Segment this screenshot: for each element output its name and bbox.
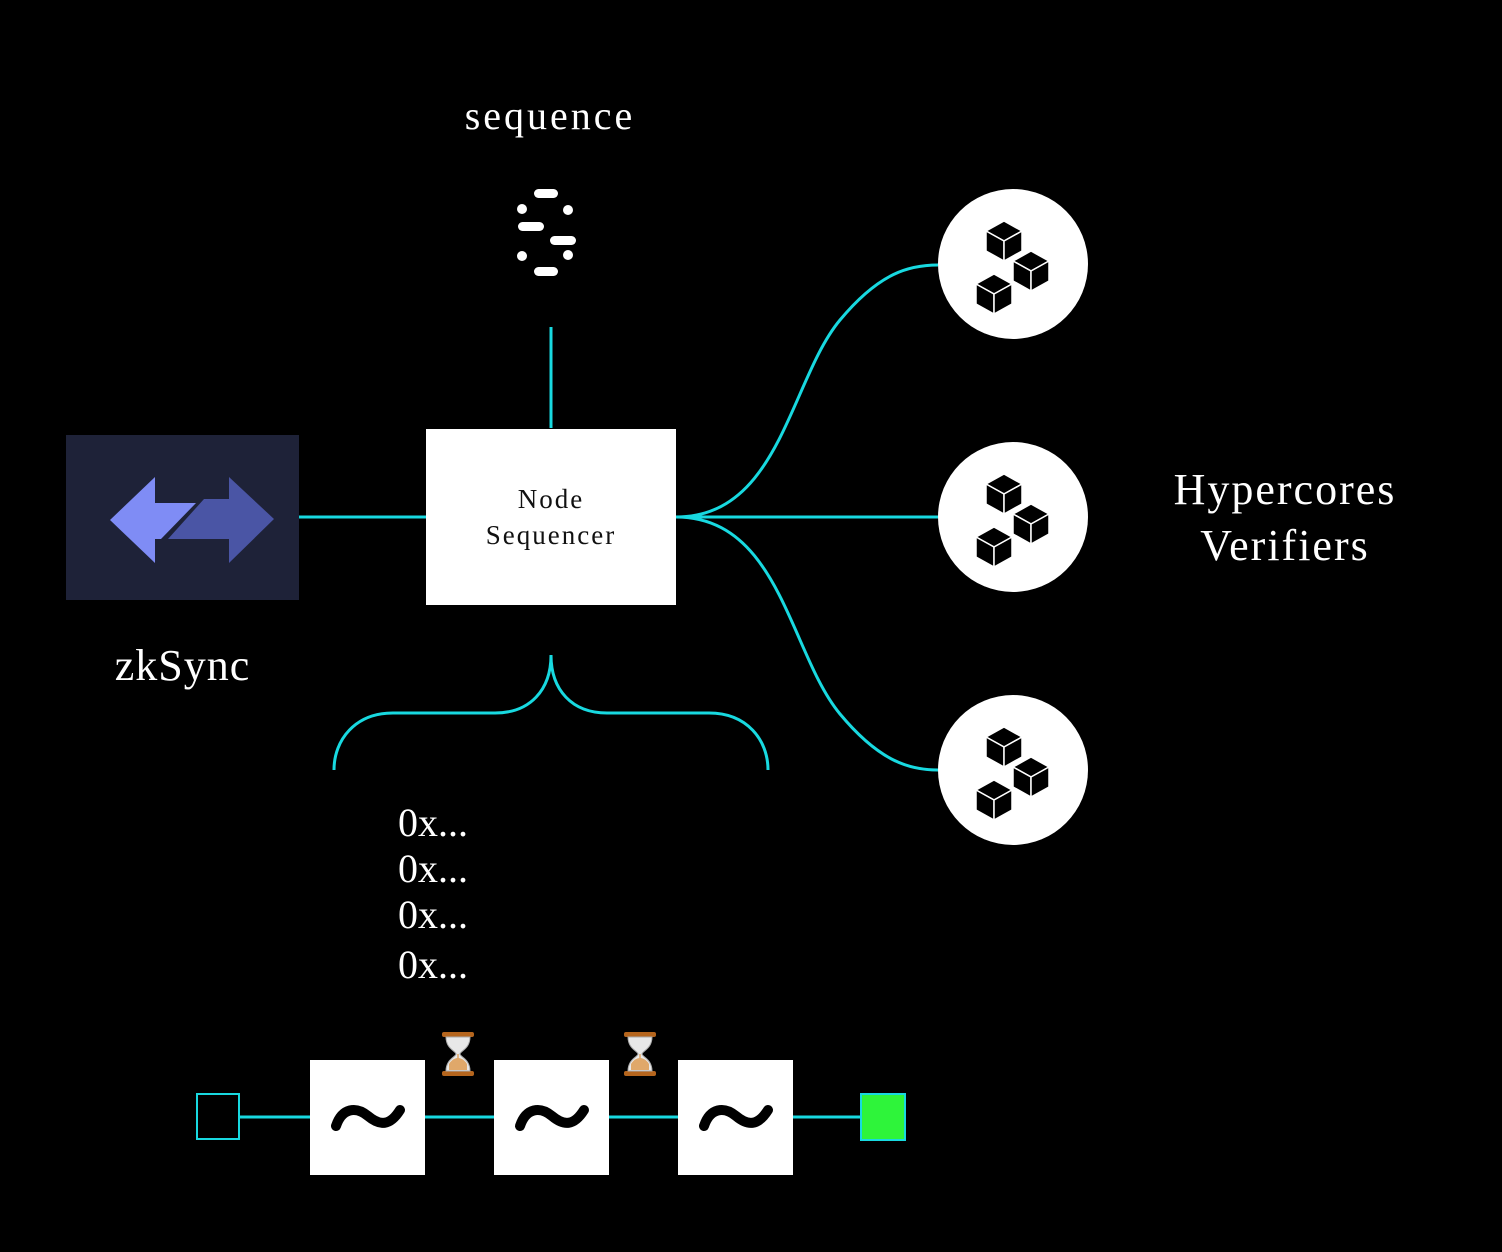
- node-label-line2: Sequencer: [485, 520, 617, 550]
- chain-block-3: [678, 1060, 793, 1175]
- connector-node-to-verifier-bottom: [675, 515, 939, 772]
- chain-final-block: [860, 1093, 906, 1141]
- hypercore-cubes-icon: [974, 726, 1051, 822]
- verifiers-label: Hypercores Verifiers: [1140, 462, 1430, 574]
- brace: [332, 654, 770, 771]
- transaction-item: 0x...: [398, 800, 468, 845]
- hypercore-cubes-icon: [974, 473, 1051, 569]
- zksync-arrows-icon: [110, 477, 274, 563]
- transaction-list: 0x... 0x... 0x... 0x...: [398, 800, 468, 988]
- verifier-node-bottom: [938, 695, 1088, 845]
- zksync-label: zkSync: [114, 641, 251, 690]
- verifier-node-middle: [938, 442, 1088, 592]
- hourglass-icon: [442, 1032, 474, 1076]
- transaction-item: 0x...: [398, 942, 468, 987]
- chain-start-block: [196, 1093, 240, 1140]
- transaction-item: 0x...: [398, 892, 468, 937]
- tilde-wave-icon: [330, 1104, 405, 1131]
- connector-node-to-verifier-top: [675, 263, 939, 519]
- verifier-node-top: [938, 189, 1088, 339]
- node-sequencer-box: Node Sequencer: [426, 429, 676, 605]
- zksync-logo: [66, 435, 299, 600]
- tilde-wave-icon: [698, 1104, 773, 1131]
- chain-block-2: [494, 1060, 609, 1175]
- hypercore-cubes-icon: [974, 220, 1051, 316]
- sequence-title: sequence: [464, 93, 636, 138]
- verifiers-label-line1: Hypercores: [1173, 465, 1397, 514]
- chain-block-1: [310, 1060, 425, 1175]
- tilde-wave-icon: [514, 1104, 589, 1131]
- hourglass-icon: [624, 1032, 656, 1076]
- node-label-line1: Node: [517, 484, 585, 514]
- verifiers-label-line2: Verifiers: [1200, 521, 1370, 570]
- sequence-logo-icon: [517, 189, 576, 276]
- transaction-item: 0x...: [398, 846, 468, 891]
